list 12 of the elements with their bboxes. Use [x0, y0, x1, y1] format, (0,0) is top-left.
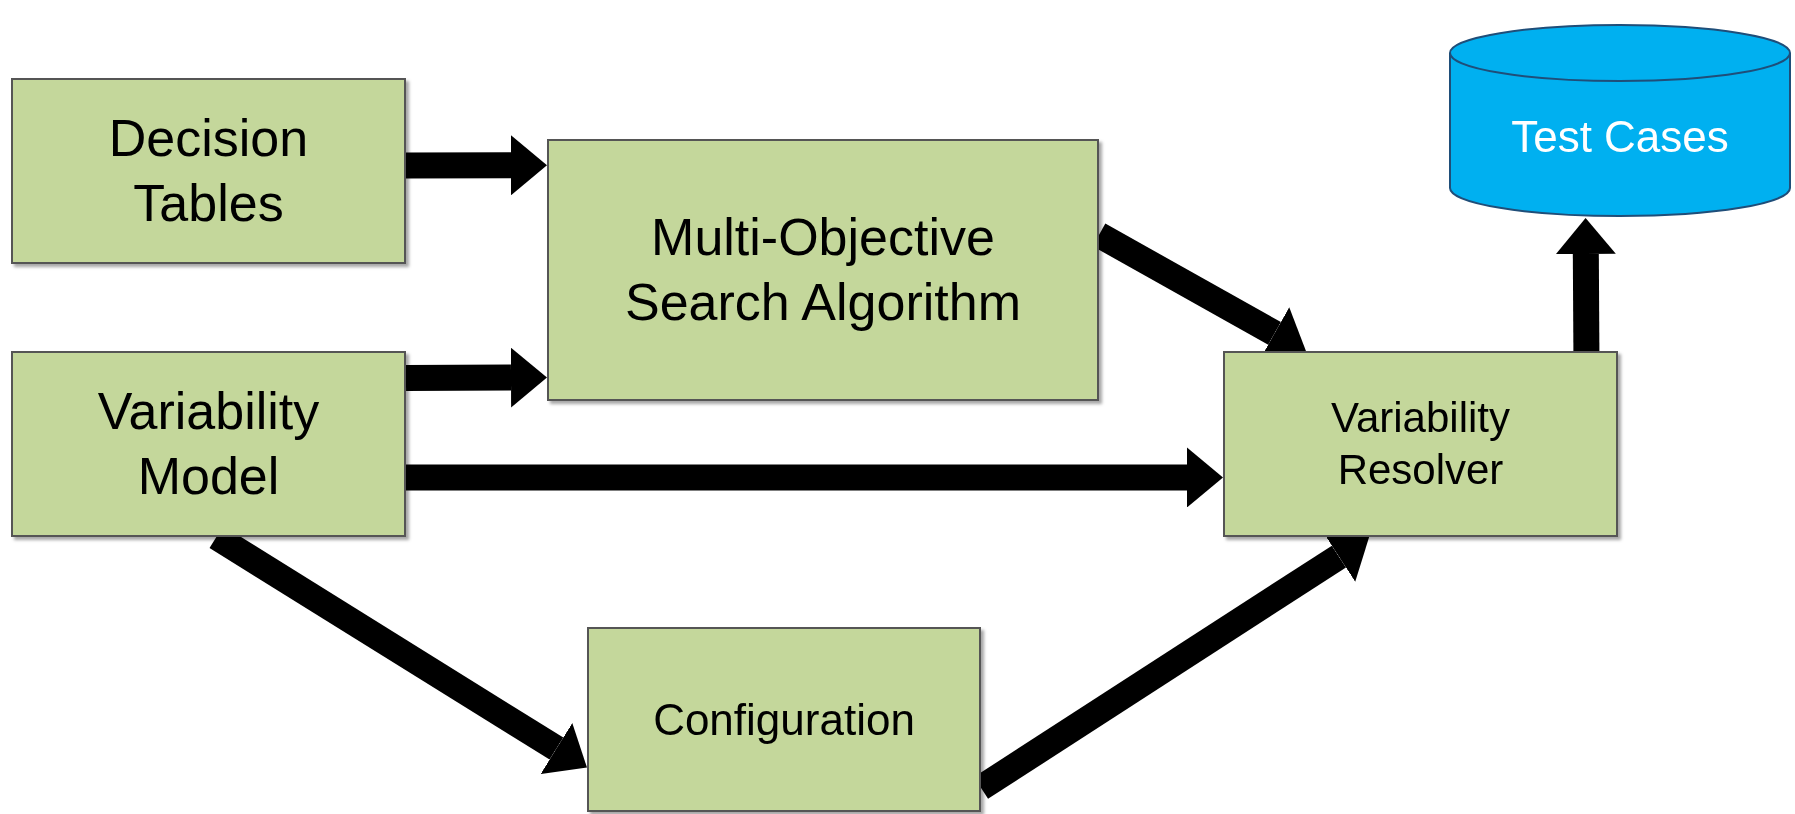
process-box [1223, 351, 1618, 537]
process-box [11, 351, 406, 537]
database-cylinder [1448, 23, 1792, 218]
node-label: Decision Tables [107, 108, 310, 234]
node-label: Configuration [652, 694, 916, 746]
node-label: Variability Resolver [1330, 392, 1511, 495]
process-box [11, 78, 406, 264]
process-box [587, 627, 981, 812]
node-label: Test Cases [1510, 111, 1730, 163]
process-box [547, 139, 1099, 401]
node-label: Multi-Objective Search Algorithm [624, 207, 1022, 333]
node-label: Variability Model [96, 381, 321, 507]
